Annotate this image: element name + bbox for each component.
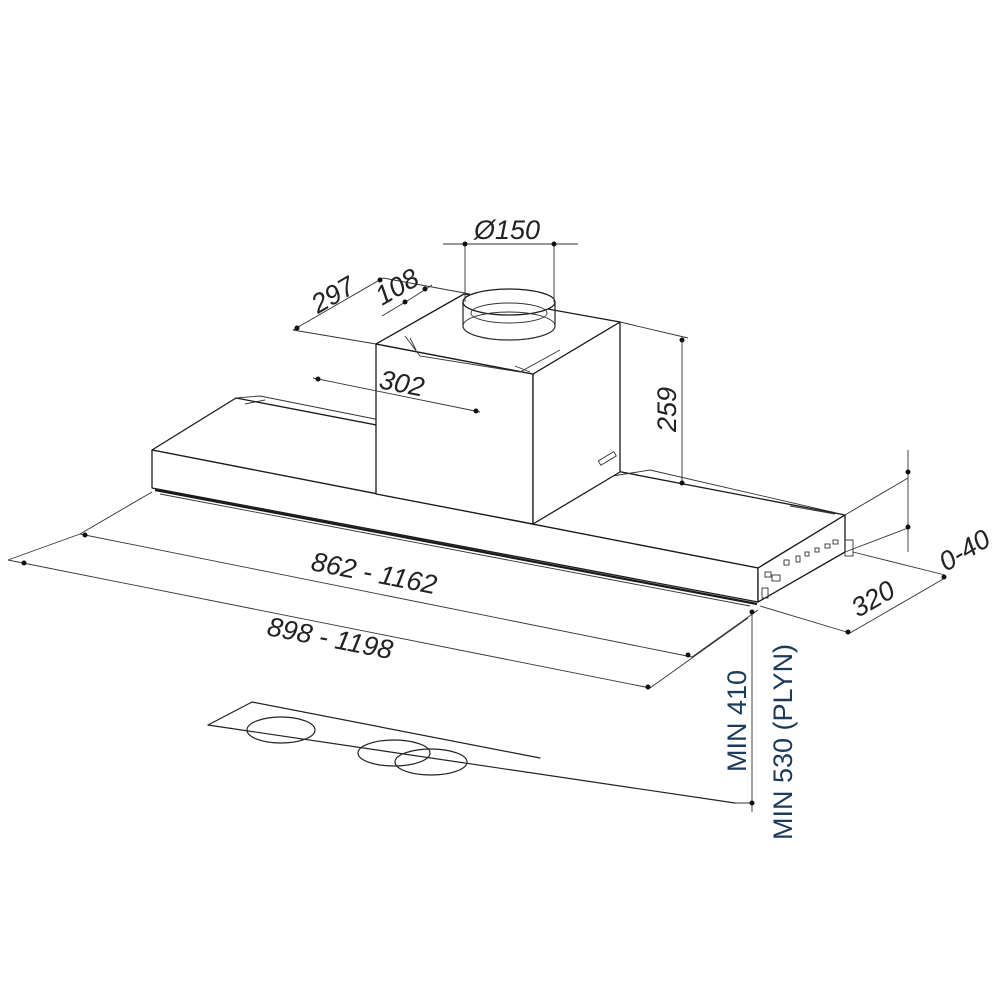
cooktop-edge — [207, 701, 541, 759]
label-duct-diameter: Ø150 — [473, 215, 540, 245]
burner-left — [246, 716, 316, 744]
duct-collar — [462, 288, 556, 341]
burner-right — [394, 748, 468, 776]
label-chimney-height-259: 259 — [652, 387, 682, 433]
cooktop — [207, 701, 736, 804]
hood-bottom-edge — [154, 488, 758, 606]
label-min-gas: MIN 530 (PLYN) — [768, 644, 798, 840]
motor-box — [375, 293, 621, 525]
label-outer-width: 898 - 1198 — [265, 611, 395, 665]
burner-middle — [357, 739, 431, 767]
label-extension-0-40: 0-40 — [934, 524, 996, 578]
label-min-electric: MIN 410 — [722, 670, 752, 772]
label-depth-297: 297 — [305, 270, 361, 319]
label-offset-108: 108 — [370, 263, 424, 312]
label-inner-width: 862 - 1162 — [309, 546, 439, 600]
control-panel — [761, 539, 854, 599]
label-depth-320: 320 — [846, 575, 900, 624]
dimension-lines — [7, 241, 947, 812]
